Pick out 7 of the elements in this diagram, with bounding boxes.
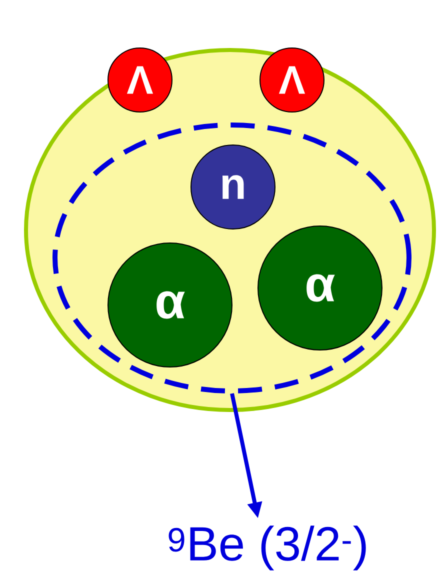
lambda-particle: Λ	[260, 48, 324, 112]
cluster-ellipse	[52, 122, 412, 394]
neutron-particle: n	[190, 144, 276, 230]
nucleus-label: $^{9}$Be (3/2$^{-}$)	[168, 526, 366, 570]
lambda-particle: Λ	[108, 48, 172, 112]
alpha-particle: α	[258, 226, 382, 350]
alpha-particle: α	[108, 242, 232, 368]
